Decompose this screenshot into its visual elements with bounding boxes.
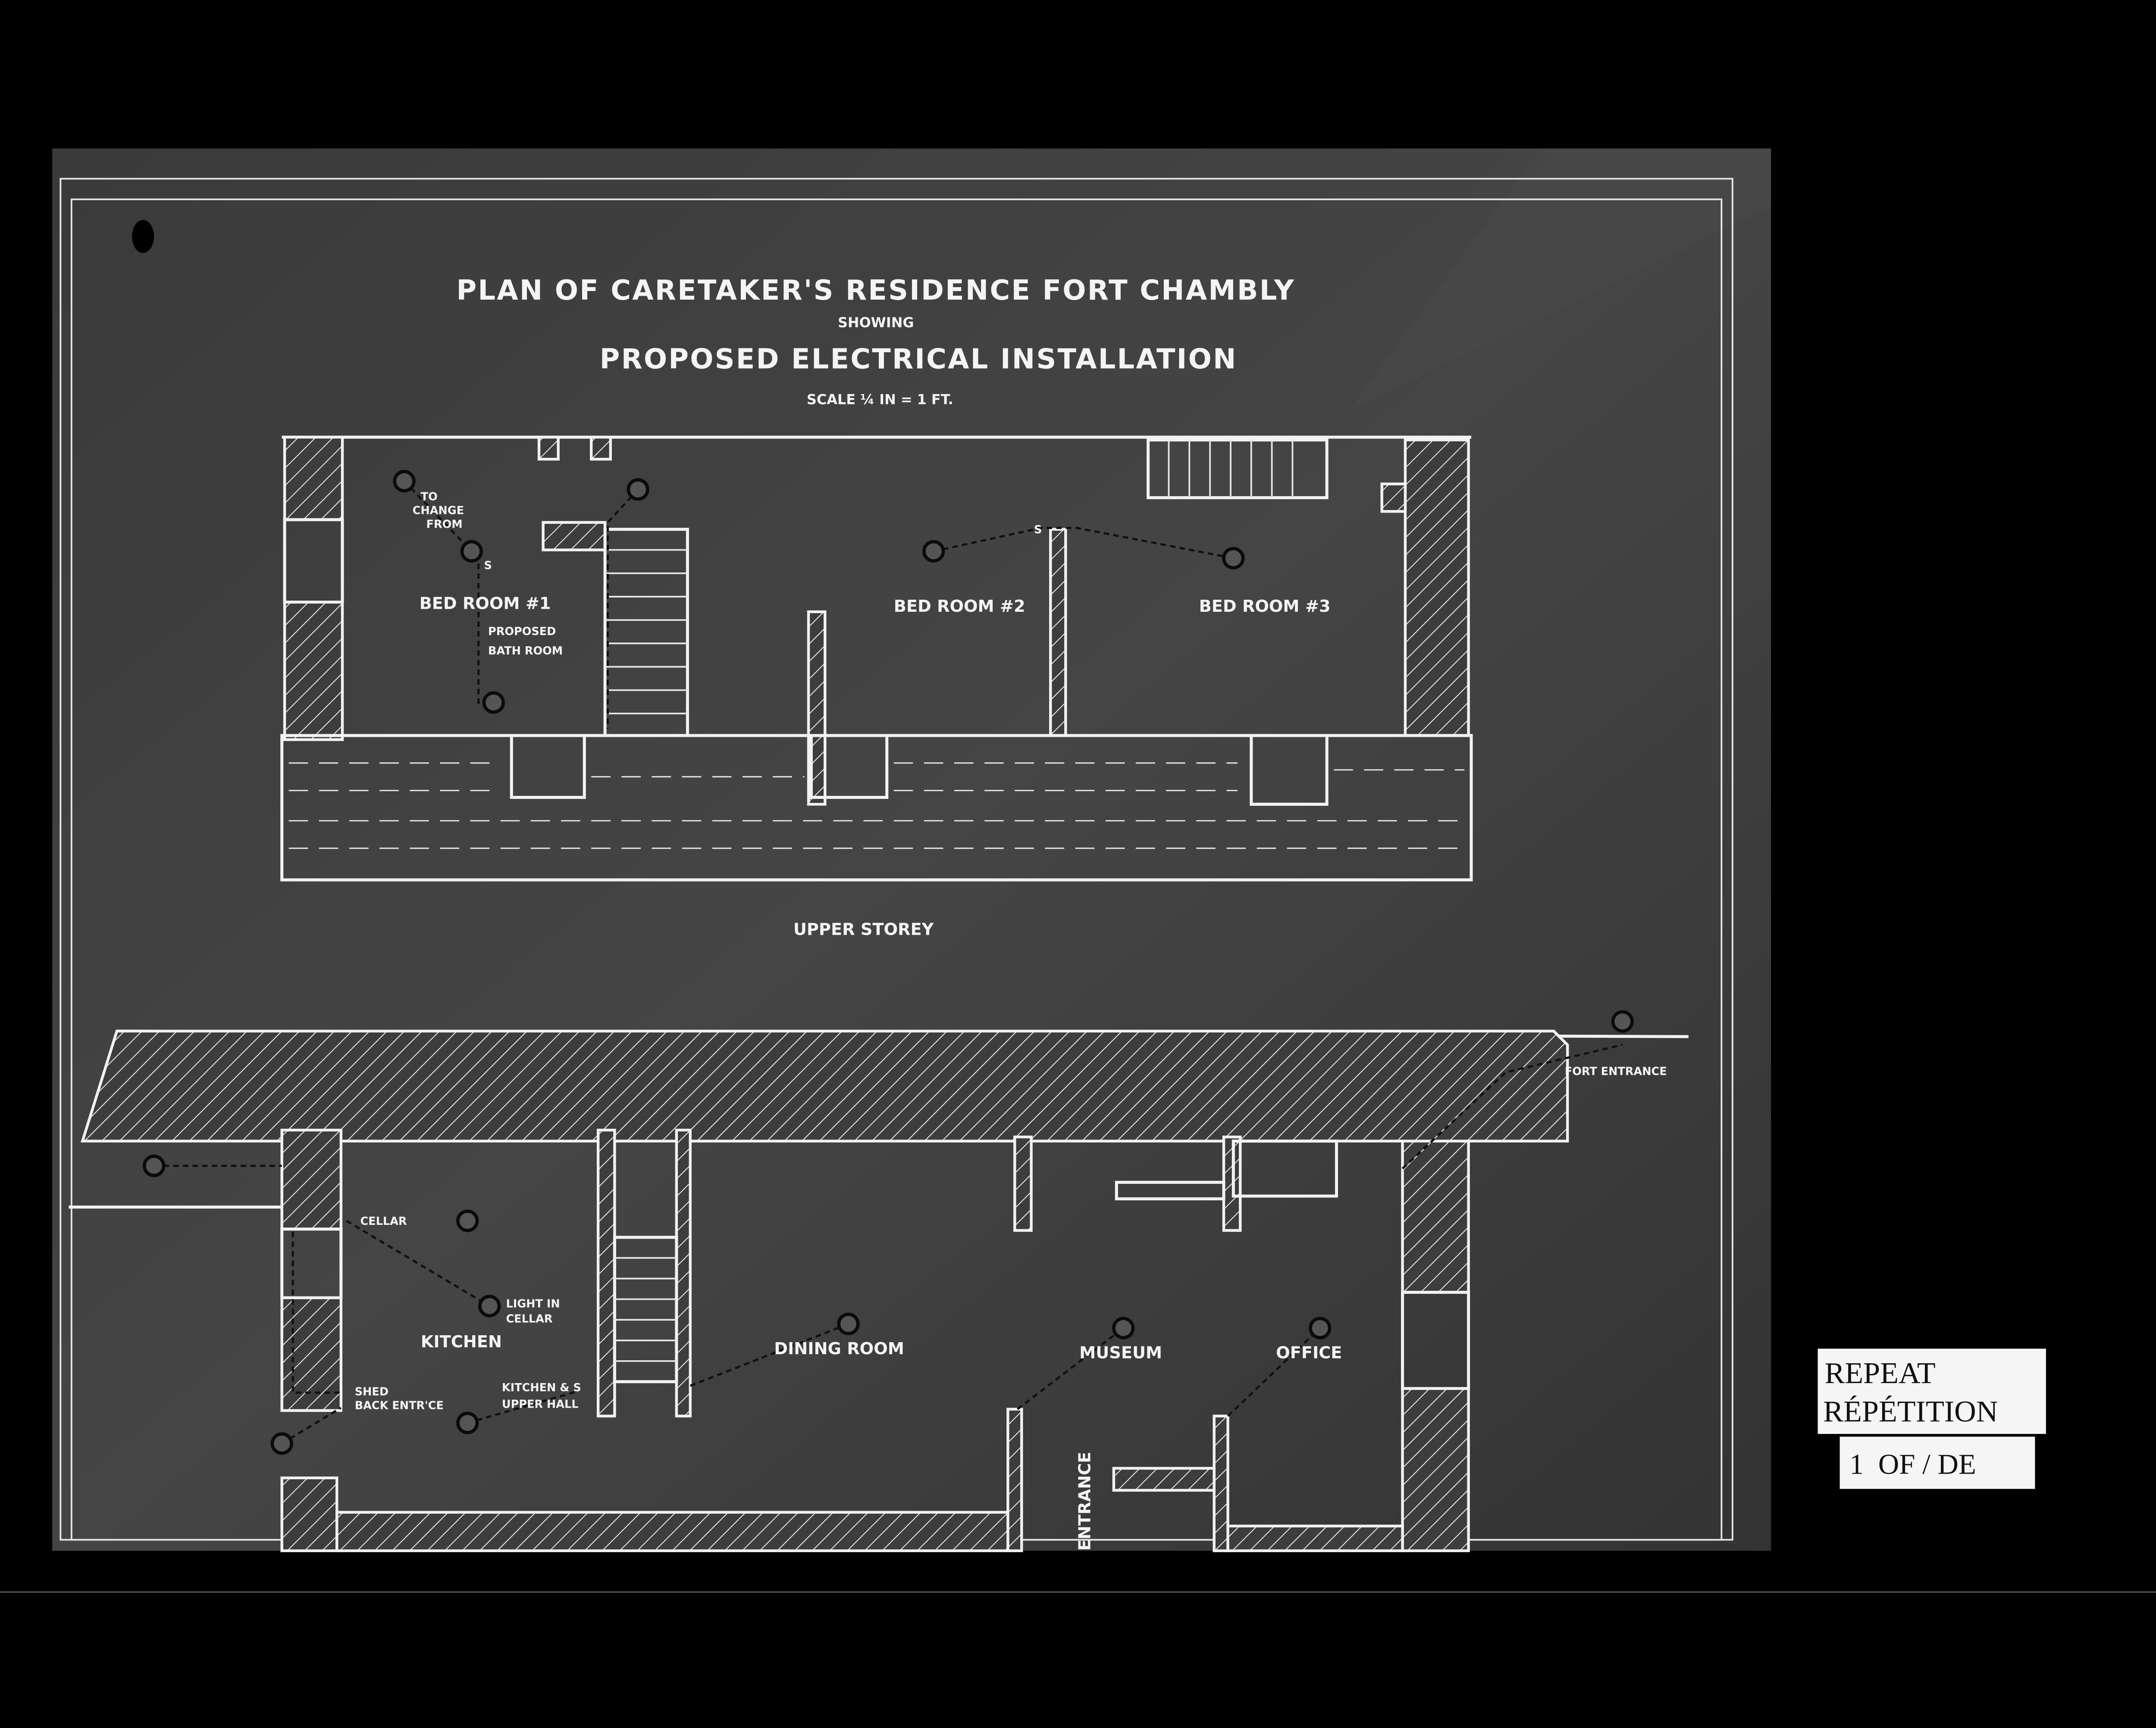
label-light-cellar: CELLAR bbox=[506, 1313, 552, 1326]
light-fixture-icon bbox=[627, 478, 649, 501]
partition-bedroom-2-3 bbox=[1049, 528, 1067, 737]
light-fixture-icon bbox=[460, 540, 483, 563]
label-bathroom: BATH ROOM bbox=[488, 645, 563, 657]
staircase-office bbox=[1232, 1139, 1338, 1198]
switch-symbol: S bbox=[484, 559, 492, 572]
light-fixtures-upper bbox=[393, 470, 1245, 714]
wire-bedroom-2-3 bbox=[933, 526, 1234, 560]
switch-symbol: S bbox=[1034, 523, 1042, 536]
wall-left-upper bbox=[283, 435, 344, 521]
label-shed: SHED bbox=[355, 1386, 389, 1399]
wall-bottom-left bbox=[280, 1476, 338, 1553]
label-kitchen: KITCHEN bbox=[421, 1332, 502, 1352]
wall-left-lower bbox=[283, 601, 344, 741]
label-proposed: PROPOSED bbox=[488, 625, 556, 638]
title-line-3: PROPOSED ELECTRICAL INSTALLATION bbox=[600, 344, 1238, 376]
roof-shingle-lines bbox=[288, 762, 1465, 849]
upper-storey-plan: TO CHANGE FROM S S BED ROOM #1 PROPOSED … bbox=[280, 435, 1473, 939]
light-fixture-icon bbox=[1611, 1010, 1634, 1033]
wire-shed bbox=[291, 1232, 341, 1394]
title-line-1: PLAN OF CARETAKER'S RESIDENCE FORT CHAMB… bbox=[457, 275, 1295, 307]
label-bedroom-1: BED ROOM #1 bbox=[420, 594, 551, 614]
wire-museum bbox=[1017, 1327, 1124, 1410]
light-fixture-icon bbox=[478, 1295, 501, 1318]
staircase-2 bbox=[1147, 438, 1329, 499]
light-fixture-icon bbox=[393, 470, 416, 493]
light-fixture-icon bbox=[456, 1412, 479, 1434]
blueprint-scan: PLAN OF CARETAKER'S RESIDENCE FORT CHAMB… bbox=[0, 148, 2156, 1593]
label-light-in: LIGHT IN bbox=[506, 1298, 560, 1311]
wall-stair-left bbox=[596, 1128, 616, 1418]
label-fort-entrance: FORT ENTRANCE bbox=[1565, 1065, 1667, 1078]
stair-treads-1 bbox=[605, 549, 688, 714]
stair-landing bbox=[542, 521, 607, 551]
light-fixture-icon bbox=[1112, 1317, 1135, 1340]
stamp-page-count: 1 OF / DE bbox=[1849, 1448, 1976, 1480]
light-fixture-icon bbox=[270, 1432, 293, 1455]
partition-center bbox=[807, 610, 827, 806]
light-fixture-icon bbox=[142, 1154, 166, 1177]
label-kitchen-hall-1: KITCHEN & S bbox=[502, 1381, 581, 1394]
label-dining-room: DINING ROOM bbox=[774, 1339, 904, 1359]
light-fixture-icon bbox=[1222, 547, 1245, 570]
roof-band bbox=[280, 734, 1473, 882]
wire-back-entrance bbox=[281, 1407, 342, 1445]
stair-treads-ground bbox=[614, 1257, 677, 1362]
stamp-box-bottom bbox=[1839, 1437, 2035, 1489]
label-entrance: ENTRANCE bbox=[1075, 1452, 1095, 1551]
label-museum: MUSEUM bbox=[1079, 1343, 1162, 1363]
title-block: PLAN OF CARETAKER'S RESIDENCE FORT CHAMB… bbox=[457, 275, 1295, 407]
label-bedroom-3: BED ROOM #3 bbox=[1199, 597, 1331, 616]
wall-kitchen-left-upper bbox=[280, 1128, 343, 1230]
ground-floor-plan: CELLAR LIGHT IN CELLAR KITCHEN SHED BACK… bbox=[69, 1010, 1689, 1553]
light-fixture-icon bbox=[482, 691, 505, 714]
wall-entrance-left bbox=[1006, 1408, 1023, 1553]
note-change: CHANGE bbox=[413, 504, 464, 517]
light-fixture-icon bbox=[1309, 1317, 1332, 1340]
partition-museum bbox=[1115, 1180, 1225, 1201]
label-bedroom-2: BED ROOM #2 bbox=[894, 597, 1025, 616]
wall-bottom-right bbox=[1226, 1525, 1404, 1553]
wire-office bbox=[1227, 1327, 1321, 1417]
entrance-step bbox=[1112, 1467, 1216, 1492]
label-cellar: CELLAR bbox=[360, 1215, 407, 1228]
stamp-box-top bbox=[1818, 1349, 2046, 1434]
wall-bottom bbox=[335, 1511, 1009, 1553]
wall-right-upper bbox=[1401, 1139, 1470, 1294]
chimney-2 bbox=[589, 435, 612, 461]
closet-jamb bbox=[1380, 482, 1407, 513]
wall-right bbox=[1404, 438, 1470, 737]
light-fixtures-ground bbox=[142, 1010, 1634, 1455]
stamp-repeat: REPEAT bbox=[1825, 1356, 1936, 1390]
note-from: FROM bbox=[426, 518, 463, 531]
label-back-entrance: BACK ENTR'CE bbox=[355, 1399, 444, 1412]
stamp-repetition: RÉPÉTITION bbox=[1823, 1395, 1998, 1428]
light-fixture-icon bbox=[837, 1312, 860, 1335]
wall-stair-right bbox=[675, 1128, 692, 1418]
wall-entrance-right bbox=[1213, 1415, 1229, 1553]
stair-treads-2 bbox=[1168, 440, 1294, 498]
chimney-1 bbox=[537, 435, 560, 461]
wall-museum-left bbox=[1013, 1135, 1033, 1232]
wall-bottom-notched bbox=[285, 734, 1469, 806]
wall-kitchen-left-lower bbox=[280, 1296, 343, 1412]
title-line-2: SHOWING bbox=[838, 314, 914, 331]
wire-bedroom-1a bbox=[403, 480, 473, 552]
note-to: TO bbox=[421, 491, 438, 504]
wire-cellar bbox=[346, 1220, 490, 1307]
label-office: OFFICE bbox=[1276, 1343, 1342, 1363]
wire-stair bbox=[606, 488, 639, 729]
paper-fold bbox=[1347, 148, 1771, 413]
staircase-ground bbox=[613, 1236, 678, 1384]
wall-right-lower bbox=[1401, 1387, 1470, 1553]
punch-hole bbox=[132, 220, 154, 253]
label-kitchen-hall-2: UPPER HALL bbox=[502, 1398, 579, 1411]
caption-upper-storey: UPPER STOREY bbox=[793, 920, 934, 939]
repeat-stamp: REPEAT RÉPÉTITION 1 OF / DE bbox=[1818, 1349, 2046, 1489]
fort-wall-hatched bbox=[80, 1030, 1569, 1143]
light-fixture-icon bbox=[922, 540, 945, 563]
scale-note: SCALE ¼ IN = 1 FT. bbox=[807, 391, 953, 407]
light-fixture-icon bbox=[456, 1209, 479, 1232]
